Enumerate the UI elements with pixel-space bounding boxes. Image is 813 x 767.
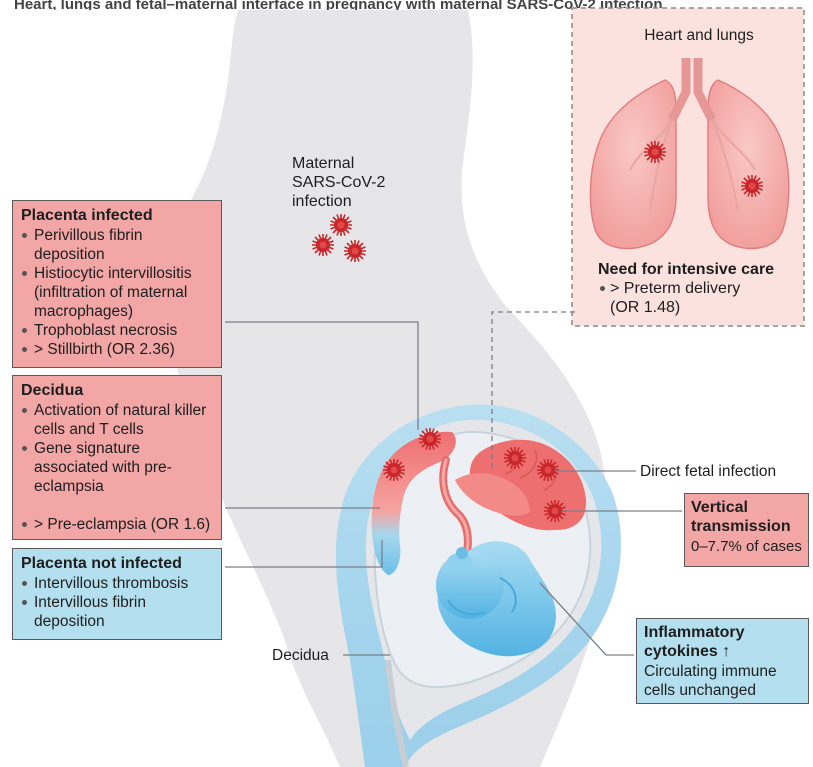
virus-icon — [312, 234, 334, 256]
vertical-transmission-box: Vertical transmission 0–7.7% of cases — [684, 493, 809, 567]
placenta-infected-heading: Placenta infected — [21, 206, 213, 225]
preterm-delivery-text: > Preterm delivery (OR 1.48) — [610, 280, 740, 316]
decidua-label: Decidua — [272, 646, 329, 665]
list-item: Perivillous fibrin deposition — [21, 226, 213, 264]
virus-icon — [330, 214, 352, 236]
vertical-transmission-heading: Vertical transmission — [691, 498, 802, 536]
decidua-box: Decidua Activation of natural killer cel… — [12, 375, 222, 540]
vertical-transmission-detail: 0–7.7% of cases — [691, 537, 802, 556]
virus-icon — [344, 240, 366, 262]
list-item: Histiocytic intervillositis (infiltratio… — [21, 264, 213, 321]
direct-fetal-infection-label: Direct fetal infection — [640, 462, 812, 481]
list-item: > Pre-eclampsia (OR 1.6) — [21, 515, 213, 534]
placenta-not-infected-list: Intervillous thrombosis Intervillous fib… — [21, 574, 213, 631]
list-item: Trophoblast necrosis — [21, 321, 213, 340]
virus-icon — [644, 141, 666, 163]
inflammatory-cytokines-heading: Inflammatory cytokines ↑ — [644, 623, 801, 661]
placenta-not-infected-box: Placenta not infected Intervillous throm… — [12, 548, 222, 640]
placenta-not-infected-heading: Placenta not infected — [21, 554, 213, 573]
decidua-list: Activation of natural killer cells and T… — [21, 401, 213, 534]
virus-icon — [419, 428, 441, 450]
list-item: > Stillbirth (OR 2.36) — [21, 340, 213, 359]
list-item: Intervillous fibrin deposition — [21, 593, 213, 631]
virus-icon — [504, 447, 526, 469]
inflammatory-cytokines-detail: Circulating immune cells unchanged — [644, 662, 801, 700]
decidua-heading: Decidua — [21, 381, 213, 400]
virus-icon — [741, 175, 763, 197]
virus-icon — [383, 459, 405, 481]
heart-lungs-title: Heart and lungs — [604, 26, 794, 45]
inflammatory-cytokines-box: Inflammatory cytokines ↑ Circulating imm… — [636, 618, 809, 704]
heart-lungs-heading: Need for intensive care — [598, 260, 808, 279]
heart-lungs-text: Need for intensive care > Preterm delive… — [598, 260, 808, 317]
list-item: Activation of natural killer cells and T… — [21, 401, 213, 439]
placenta-infected-list: Perivillous fibrin deposition Histiocyti… — [21, 226, 213, 359]
list-item: Intervillous thrombosis — [21, 574, 213, 593]
placenta-infected-box: Placenta infected Perivillous fibrin dep… — [12, 200, 222, 368]
maternal-infection-label: Maternal SARS-CoV-2 infection — [292, 154, 402, 211]
heart-lungs-item: > Preterm delivery (OR 1.48) — [598, 279, 770, 317]
virus-icon — [537, 459, 559, 481]
list-item: Gene signature associated with pre-eclam… — [21, 439, 213, 496]
